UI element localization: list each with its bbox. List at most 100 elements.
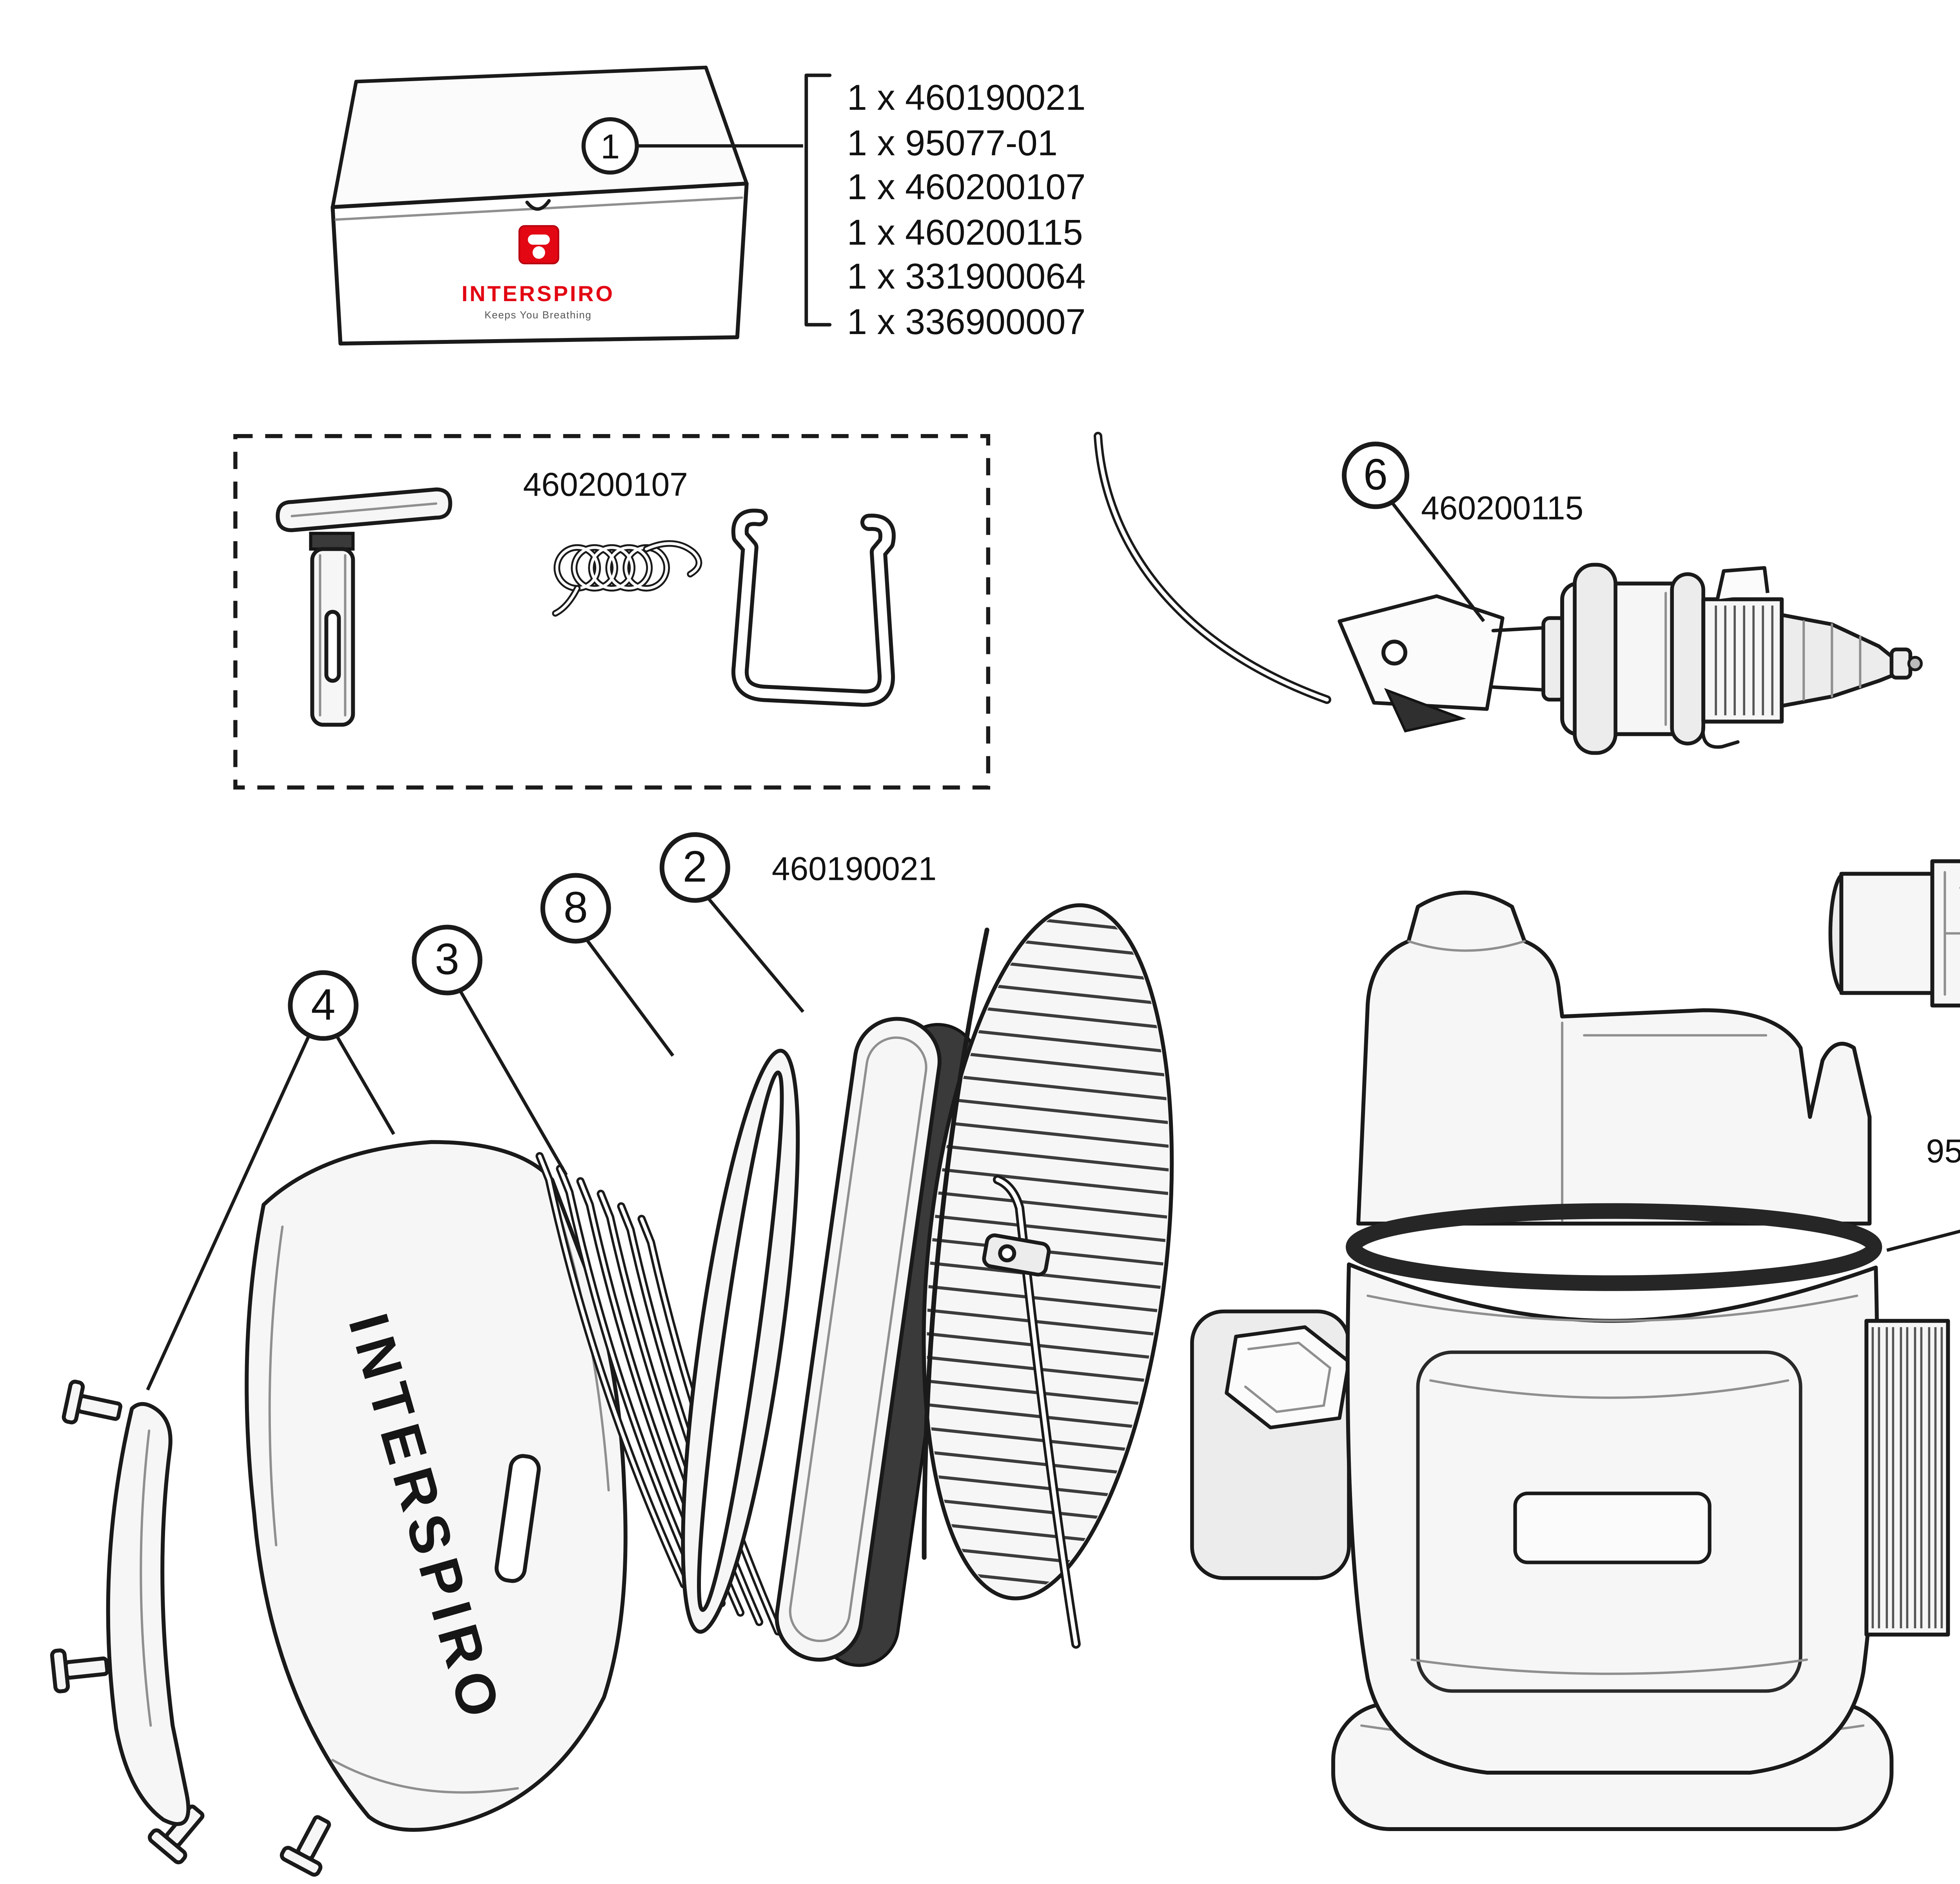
callout-1: 1 [581, 117, 639, 175]
housing-inner-curves [1410, 1379, 1808, 1675]
housing-top-details [1407, 940, 1768, 1222]
valve-front-flange [1573, 563, 1617, 755]
latch-body [982, 1233, 1051, 1277]
coil-loop-inner [607, 546, 651, 590]
mask-visor-icon [528, 234, 550, 245]
valve-lever-wedge [1384, 688, 1466, 733]
callout-3: 3 [412, 925, 483, 996]
callout-6-number: 6 [1363, 450, 1388, 499]
valve-lever-wire [1093, 432, 1332, 704]
cone-edge-line [922, 927, 989, 1560]
frame-pin [50, 1648, 109, 1693]
logo-tagline: Keeps You Breathing [485, 309, 592, 321]
callout-4-number: 4 [311, 980, 335, 1029]
cover-slot [494, 1454, 541, 1583]
housing-rim-line [1367, 1294, 1858, 1322]
kit-contents-list: 1 x 460190021 1 x 95077-01 1 x 460200107… [581, 73, 1086, 342]
cover-body [245, 1140, 628, 1832]
bayonet-frame [50, 1379, 331, 1877]
callout-4-circle [288, 970, 359, 1041]
callout-2-number: 2 [683, 842, 707, 891]
spare-pin [276, 487, 452, 727]
valve-pivot [1381, 640, 1408, 666]
lever-rod [982, 1175, 1081, 1649]
callout-3-number: 3 [435, 935, 459, 984]
pin-head [279, 1846, 323, 1877]
callout-8-leader [585, 938, 675, 1057]
plug-shading [1944, 871, 1960, 996]
pin-slot [324, 610, 341, 683]
pin-handle-line [290, 502, 437, 518]
housing-top-section [1356, 890, 1872, 1226]
valve-part-number: 460200115 [1421, 489, 1583, 526]
cover: INTERSPIRO [245, 1140, 628, 1832]
callout-4-leaders [146, 1034, 396, 1391]
valve-assembly: 6 460200115 [1093, 432, 1923, 755]
spares-box-label: 460200107 [523, 466, 688, 503]
valve-ribs [1715, 605, 1774, 716]
latch-pin [998, 1244, 1016, 1263]
rod-latch [982, 1233, 1051, 1277]
contents-line: 1 x 460190021 [847, 78, 1086, 118]
frame-inner-line [140, 1429, 152, 1727]
kit-box-thumb-notch [525, 199, 551, 211]
frame-pin [279, 1815, 331, 1877]
spring-coil [554, 544, 670, 592]
coil-loop-inner [590, 546, 634, 590]
spring-wires-inner [538, 1154, 780, 1633]
contents-line: 1 x 331900064 [847, 256, 1086, 296]
contents-bracket [804, 73, 832, 327]
callout-4: 4 [288, 970, 359, 1041]
valve-nose-lines [1802, 620, 1862, 701]
pin-collar [309, 532, 355, 551]
regulator-housing [1190, 890, 1950, 1831]
outlet-threads [1871, 1327, 1943, 1628]
pin-head [62, 1379, 85, 1424]
callout-3-circle [412, 925, 483, 996]
callout-1-circle [581, 117, 639, 175]
valve-lever-wire-inner [1096, 434, 1329, 702]
spare-clip [731, 509, 896, 707]
pin-stem [76, 1394, 123, 1421]
valve-tip-end [1907, 656, 1923, 671]
membrane-disc [775, 1017, 942, 1662]
spring-set [535, 1152, 782, 1636]
oring-part-number: 95077-01 [1926, 1133, 1960, 1170]
pin-head [50, 1648, 70, 1693]
gasket-ring [681, 1048, 800, 1634]
contents-line: 1 x 95077-01 [847, 123, 1058, 163]
spring-legs-inner [554, 542, 701, 615]
membrane-part-number: 460190021 [772, 850, 936, 887]
contents-line: 1 x 460200115 [847, 213, 1083, 253]
mask-valve-icon [532, 246, 545, 259]
kit-box: INTERSPIRO Keeps You Breathing [330, 65, 749, 346]
callout-2: 2 [659, 832, 730, 903]
interspiro-logo: INTERSPIRO Keeps You Breathing [461, 225, 613, 321]
pin-shading [319, 554, 347, 717]
spares-box-border [233, 434, 991, 790]
contents-line: 1 x 336900007 [847, 302, 1086, 342]
housing-inner-frame [1416, 1350, 1802, 1693]
callout-6-circle [1342, 441, 1410, 509]
pin-head [148, 1828, 187, 1864]
pin-stem [64, 1656, 109, 1680]
assembly-callouts: 4 3 8 2 460190021 5 95077-01 [146, 832, 1960, 1391]
callout-8-number: 8 [563, 883, 588, 932]
housing-oring [1346, 1203, 1882, 1291]
callout-1-number: 1 [601, 127, 620, 166]
valve-rear-flange [1670, 572, 1706, 746]
gasket-inner [697, 1070, 784, 1612]
hex-nut-inner [1244, 1341, 1332, 1413]
frame-pin [62, 1379, 123, 1424]
valve-bottom-clip [1701, 723, 1740, 749]
frame-strip [106, 1402, 191, 1826]
callout-3-leader [458, 989, 568, 1176]
valve-nose-cone [1780, 613, 1897, 708]
membrane-inner-line [789, 1036, 927, 1642]
plug-small-cylinder [1839, 872, 1938, 995]
contents-line: 1 x 460200107 [847, 167, 1086, 207]
callout-8: 8 [540, 873, 611, 944]
callout-2-leader [706, 896, 804, 1013]
